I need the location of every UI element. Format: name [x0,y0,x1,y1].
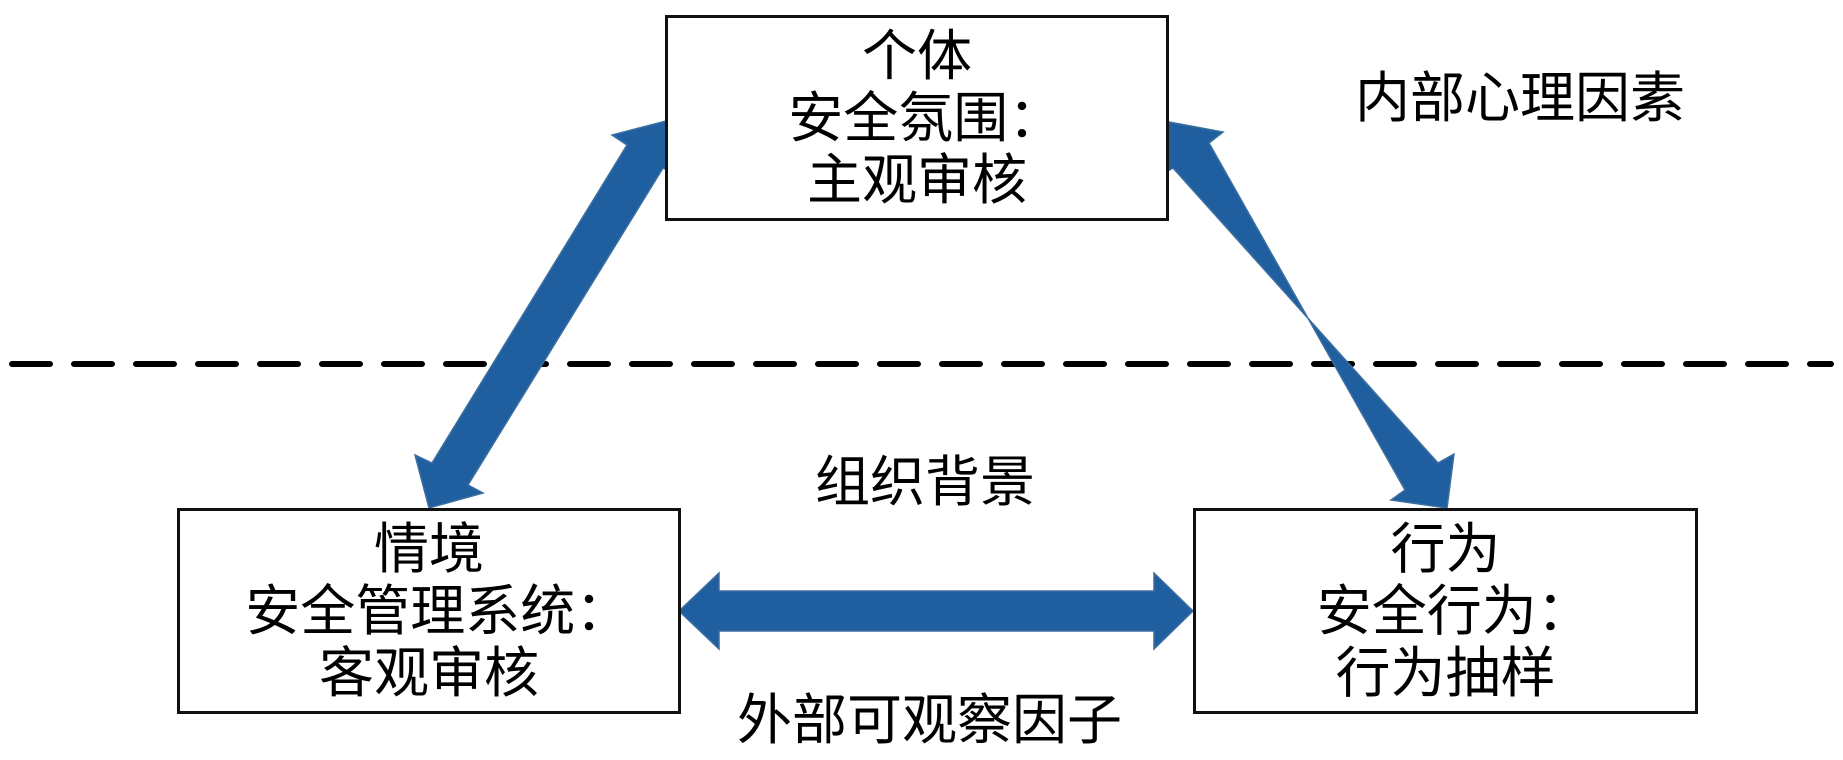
node-behavior-subtitle: 安全行为： [1299,579,1592,643]
node-situation-title: 情境 [373,517,484,581]
node-behavior-title: 行为 [1390,517,1501,581]
node-individual-title: 个体 [861,24,972,88]
arrow-individual-behavior [1157,121,1455,509]
node-individual-subtitle: 安全氛围： [770,86,1064,150]
arrow-situation-behavior [677,571,1195,651]
node-situation-subtitle: 安全管理系统： [227,579,631,643]
node-situation-method: 客观审核 [318,641,539,705]
node-situation: 情境 安全管理系统： 客观审核 [177,508,681,714]
label-organizational-context: 组织背景 [815,450,1036,514]
node-individual-method: 主观审核 [806,148,1027,212]
node-individual: 个体 安全氛围： 主观审核 [665,15,1169,221]
arrow-individual-situation [413,120,681,509]
node-behavior-method: 行为抽样 [1335,641,1556,705]
node-behavior: 行为 安全行为： 行为抽样 [1193,508,1698,714]
label-internal-factors: 内部心理因素 [1355,66,1686,130]
label-external-factors: 外部可观察因子 [737,688,1123,752]
